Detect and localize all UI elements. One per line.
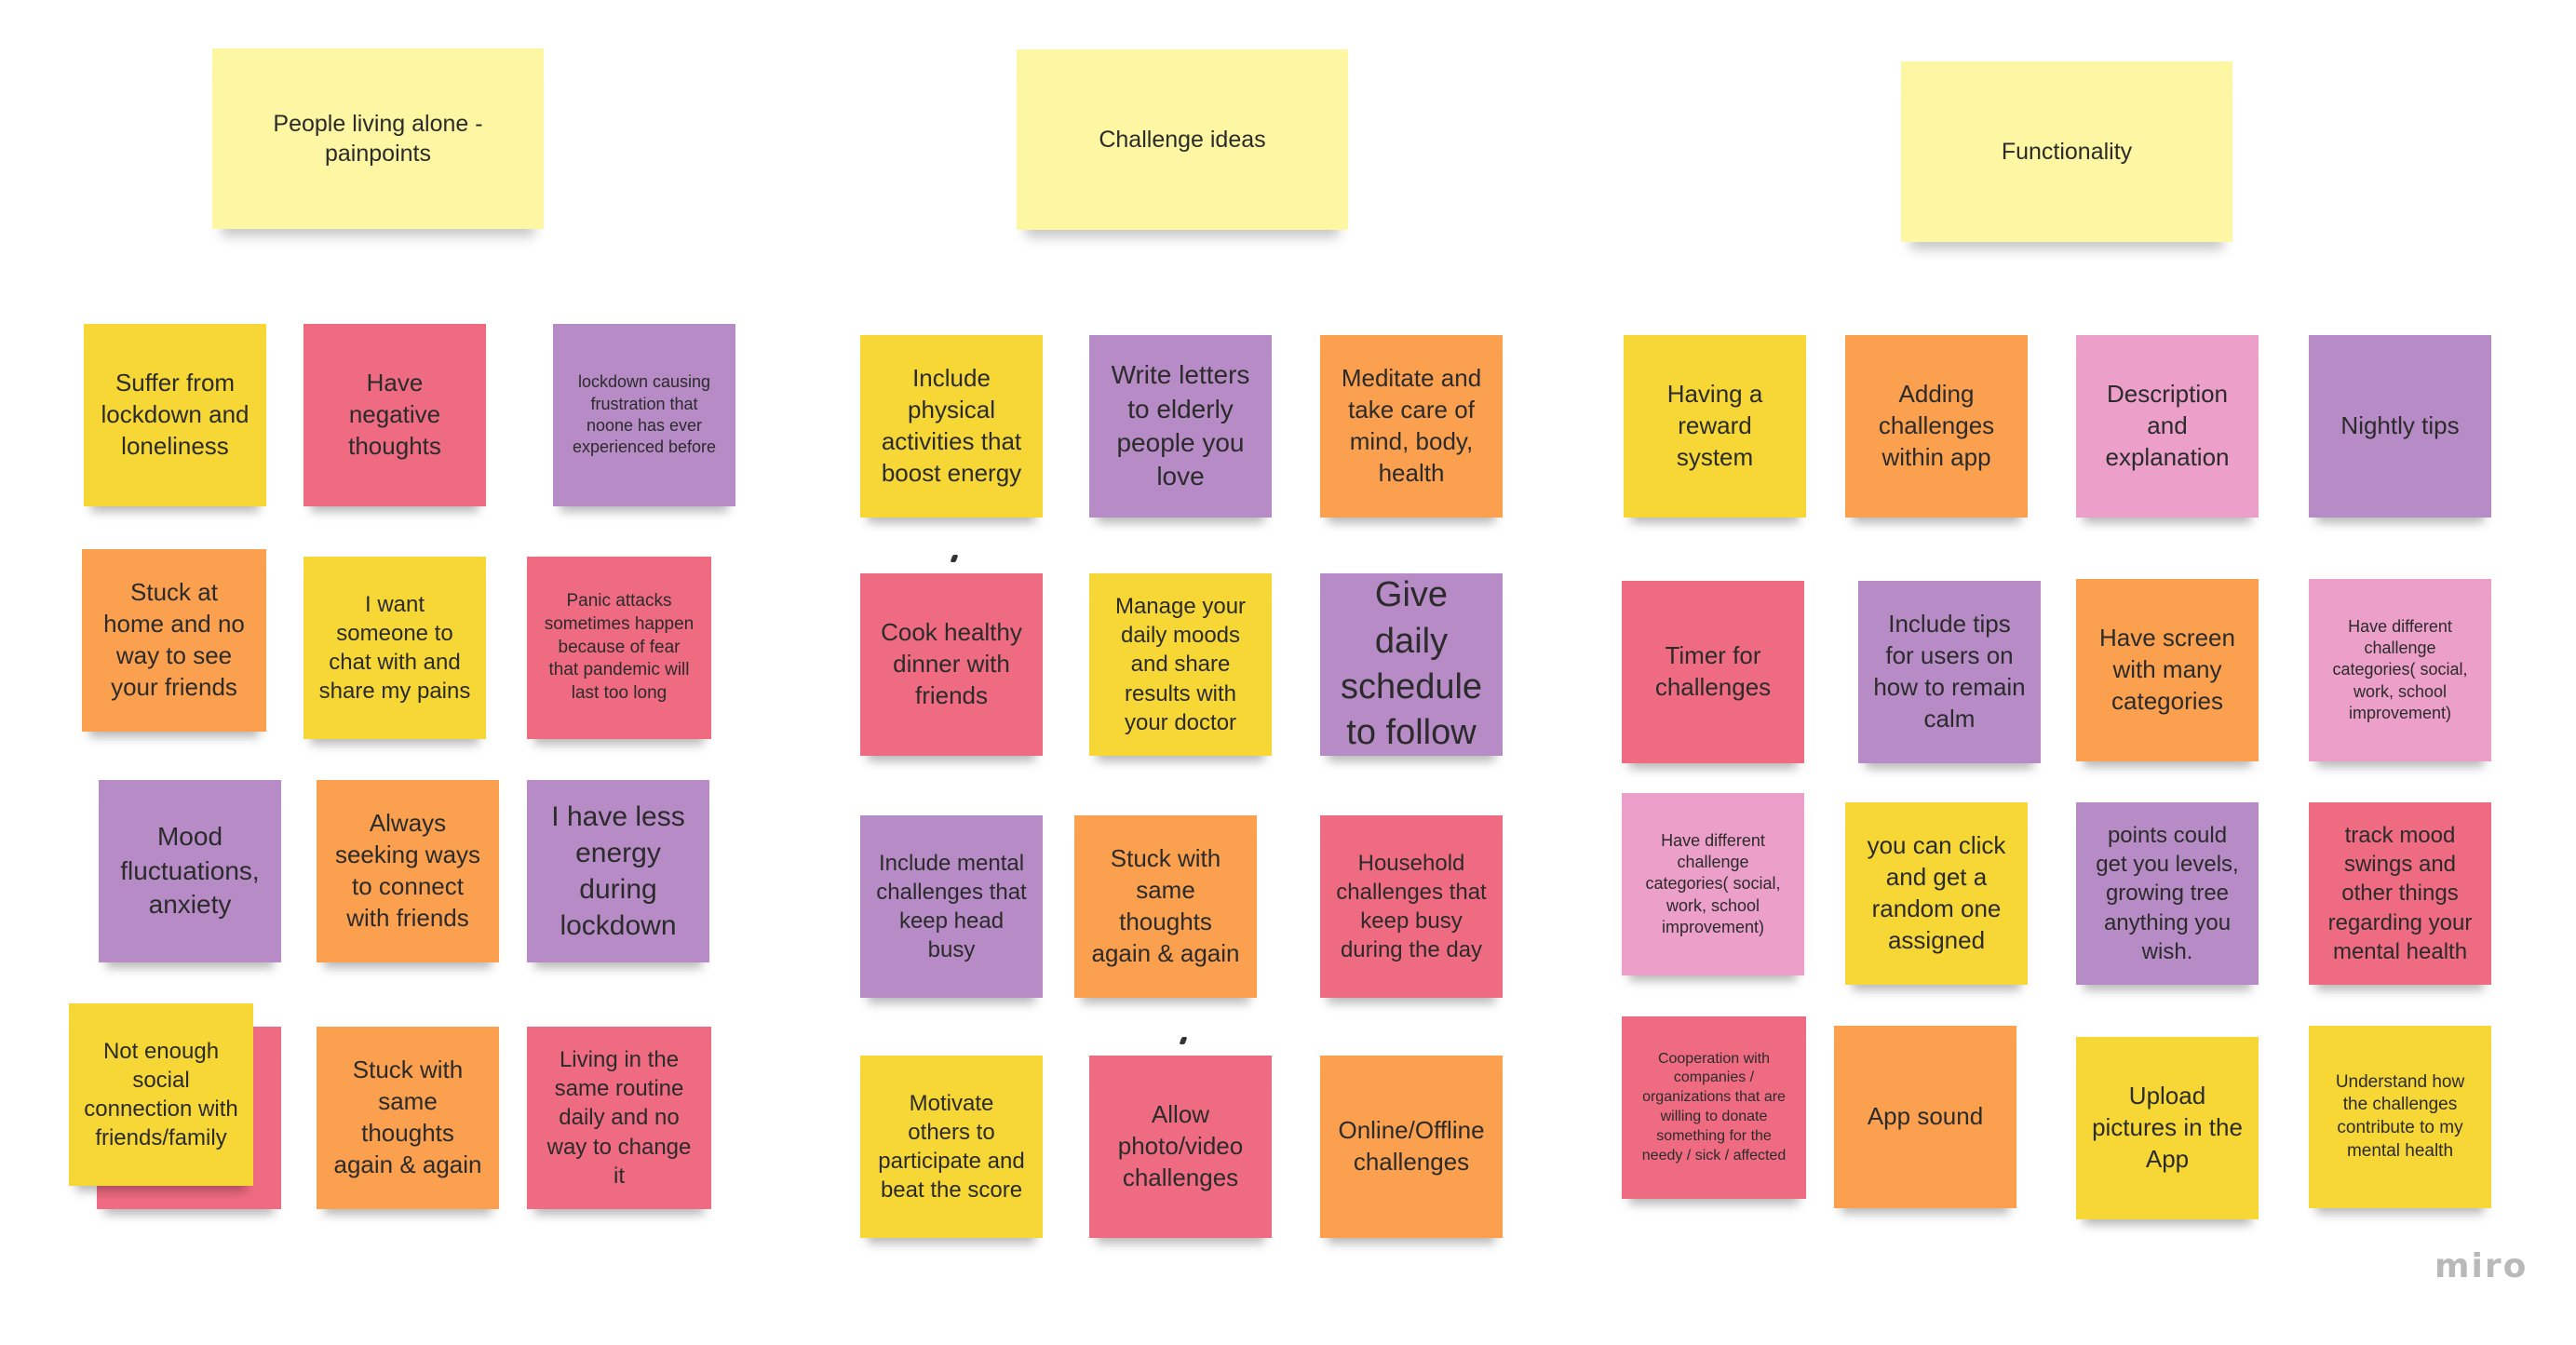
sticky-note[interactable]: Include mental challenges that keep head… (860, 815, 1043, 998)
sticky-note[interactable]: Have negative thoughts (303, 324, 486, 506)
sticky-note-text: I have less energy during lockdown (551, 801, 685, 941)
sticky-note[interactable]: I have less energy during lockdown (527, 780, 709, 962)
sticky-note-text: Have negative thoughts (348, 369, 441, 460)
sticky-note-text: Have screen with many categories (2099, 624, 2235, 715)
sticky-note-text: I want someone to chat with and share my… (318, 591, 471, 705)
sticky-note[interactable]: points could get you levels, growing tre… (2076, 802, 2259, 985)
sticky-note-text: points could get you levels, growing tre… (2096, 823, 2239, 964)
sticky-note-text: you can click and get a random one assig… (1867, 831, 2006, 954)
sticky-note-text: Household challenges that keep busy duri… (1336, 850, 1487, 963)
sticky-note-text: Include physical activities that boost e… (881, 364, 1022, 487)
sticky-note-text: Meditate and take care of mind, body, he… (1341, 364, 1482, 487)
sticky-note-text: Adding challenges within app (1878, 380, 1995, 471)
sticky-note[interactable]: Understand how the challenges contribute… (2309, 1026, 2491, 1208)
sticky-note[interactable]: Stuck with same thoughts again & again (1074, 815, 1257, 998)
header-functionality[interactable]: Functionality (1901, 61, 2232, 242)
sticky-note[interactable]: track mood swings and other things regar… (2309, 802, 2491, 985)
sticky-note-text: Understand how the challenges contribute… (2335, 1071, 2465, 1161)
header-painpoints[interactable]: People living alone - painpoints (212, 48, 544, 229)
sticky-note-text: Cook healthy dinner with friends (881, 618, 1022, 709)
sticky-note[interactable]: Mood fluctuations, anxiety (99, 780, 281, 962)
header-challenge-ideas[interactable]: Challenge ideas (1017, 49, 1348, 230)
sticky-note[interactable]: Stuck with same thoughts again & again (317, 1027, 499, 1209)
sticky-note[interactable]: Living in the same routine daily and no … (527, 1027, 711, 1209)
sticky-note-text: Write letters to elderly people you love (1111, 360, 1250, 491)
sticky-note-text: lockdown causing frustration that noone … (572, 372, 717, 457)
sticky-note-text: Panic attacks sometimes happen because o… (544, 591, 695, 704)
sticky-note[interactable]: Have different challenge categories( soc… (1622, 793, 1804, 975)
sticky-note[interactable]: Not enough social connection with friend… (69, 1003, 253, 1186)
sticky-note-text: App sound (1867, 1102, 1984, 1131)
sticky-note-text: Not enough social connection with friend… (84, 1038, 238, 1151)
sticky-note[interactable]: Cooperation with companies / organizatio… (1622, 1016, 1806, 1199)
sticky-note[interactable]: Panic attacks sometimes happen because o… (527, 557, 711, 739)
sticky-note[interactable]: Meditate and take care of mind, body, he… (1320, 335, 1503, 518)
sticky-note-text: Have different challenge categories( soc… (2332, 616, 2468, 723)
sticky-note-text: Allow photo/video challenges (1117, 1100, 1244, 1191)
sticky-note-text: Include mental challenges that keep head… (876, 850, 1027, 963)
sticky-note[interactable]: Description and explanation (2076, 335, 2259, 518)
sticky-note[interactable]: Allow photo/video challenges (1089, 1056, 1272, 1238)
sticky-note[interactable]: Have screen with many categories (2076, 579, 2259, 761)
miro-logo: miro (2434, 1247, 2529, 1285)
sticky-note-text: Description and explanation (2105, 380, 2230, 471)
sticky-note-text: Living in the same routine daily and no … (546, 1047, 692, 1189)
sticky-note[interactable]: you can click and get a random one assig… (1845, 802, 2028, 985)
sticky-note[interactable]: Motivate others to participate and beat … (860, 1056, 1043, 1238)
sticky-note[interactable]: Have different challenge categories( soc… (2309, 579, 2491, 761)
sticky-note[interactable]: Online/Offline challenges (1320, 1056, 1503, 1238)
sticky-note-text: Stuck with same thoughts again & again (1091, 844, 1240, 967)
sticky-note[interactable]: Include tips for users on how to remain … (1858, 581, 2041, 763)
sticky-note-text: Suffer from lockdown and loneliness (101, 369, 250, 460)
sticky-note-text: Stuck with same thoughts again & again (333, 1056, 482, 1178)
sticky-note[interactable]: Cook healthy dinner with friends (860, 573, 1043, 756)
sticky-note-text: Online/Offline challenges (1338, 1116, 1485, 1176)
stray-mark (950, 555, 959, 562)
sticky-note[interactable]: I want someone to chat with and share my… (303, 557, 486, 739)
stray-mark (1179, 1037, 1188, 1044)
sticky-note[interactable]: Household challenges that keep busy duri… (1320, 815, 1503, 998)
sticky-note[interactable]: Nightly tips (2309, 335, 2491, 518)
sticky-note-text: Give daily schedule to follow (1340, 575, 1483, 753)
sticky-note-text: Include tips for users on how to remain … (1873, 610, 2026, 733)
sticky-note-text: Mood fluctuations, anxiety (120, 822, 260, 920)
sticky-note[interactable]: Write letters to elderly people you love (1089, 335, 1272, 518)
sticky-note-text: Nightly tips (2340, 411, 2460, 440)
sticky-note-text: Upload pictures in the App (2092, 1082, 2243, 1173)
sticky-note[interactable]: Adding challenges within app (1845, 335, 2028, 518)
sticky-note[interactable]: lockdown causing frustration that noone … (553, 324, 735, 506)
sticky-note[interactable]: Timer for challenges (1622, 581, 1804, 763)
sticky-note-text: Timer for challenges (1654, 641, 1772, 701)
sticky-note-text: Motivate others to participate and beat … (878, 1090, 1025, 1204)
header-label: Functionality (2001, 138, 2133, 165)
sticky-note[interactable]: Include physical activities that boost e… (860, 335, 1043, 518)
sticky-note[interactable]: Manage your daily moods and share result… (1089, 573, 1272, 756)
sticky-note-text: track mood swings and other things regar… (2327, 823, 2473, 964)
sticky-note-text: Having a reward system (1666, 380, 1763, 471)
sticky-note[interactable]: App sound (1834, 1026, 2016, 1208)
sticky-note-text: Have different challenge categories( soc… (1645, 830, 1781, 937)
sticky-note[interactable]: Upload pictures in the App (2076, 1037, 2259, 1219)
sticky-note[interactable]: Suffer from lockdown and loneliness (84, 324, 266, 506)
header-label: Challenge ideas (1099, 126, 1266, 153)
sticky-note-text: Manage your daily moods and share result… (1114, 594, 1247, 735)
sticky-note[interactable]: Always seeking ways to connect with frie… (317, 780, 499, 962)
sticky-note-text: Stuck at home and no way to see your fri… (103, 578, 245, 701)
header-label: People living alone - painpoints (273, 110, 483, 168)
sticky-note[interactable]: Stuck at home and no way to see your fri… (82, 549, 266, 732)
sticky-note[interactable]: Give daily schedule to follow (1320, 573, 1503, 756)
sticky-note[interactable]: Having a reward system (1624, 335, 1806, 518)
sticky-note-text: Always seeking ways to connect with frie… (334, 809, 481, 932)
sticky-note-text: Cooperation with companies / organizatio… (1641, 1050, 1787, 1163)
